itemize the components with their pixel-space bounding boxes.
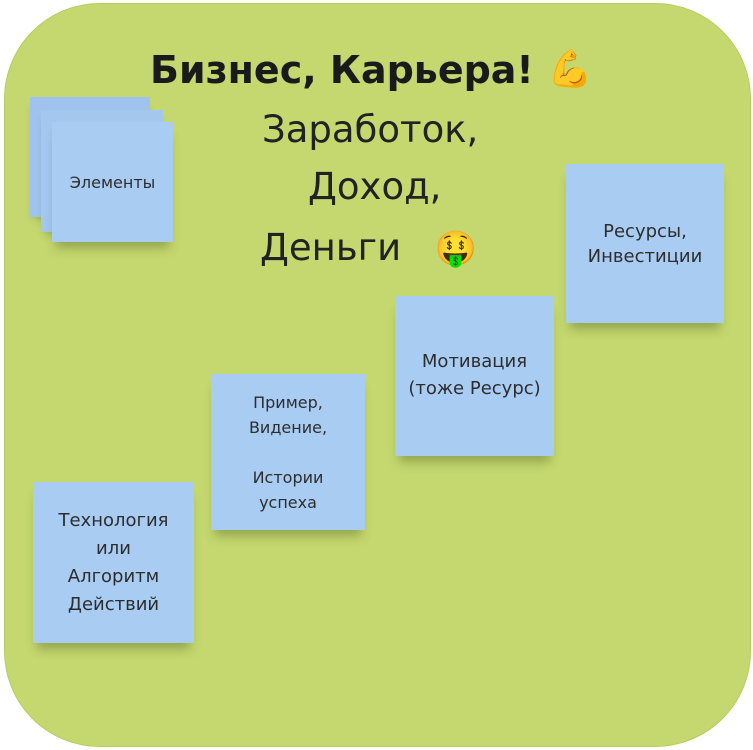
sticky-motivation-label: Мотивация (тоже Ресурс): [408, 351, 541, 399]
board-title: Бизнес, Карьера! 💪: [150, 44, 610, 96]
title-line-1: Заработок,: [262, 108, 479, 151]
flexed-biceps-icon: 💪: [547, 49, 593, 90]
sticky-elements-label: Элементы: [69, 172, 156, 192]
title-heading: Бизнес, Карьера!: [150, 48, 534, 92]
sticky-technology-label: Технология или Алгоритм Действий: [58, 509, 169, 615]
title-heading-row: Бизнес, Карьера! 💪: [150, 44, 610, 96]
money-mouth-face-icon: 🤑: [434, 229, 478, 269]
sticky-example-label: Пример, Видение, Истории успеха: [248, 392, 328, 512]
sticky-note-technology[interactable]: Технология или Алгоритм Действий: [33, 482, 194, 643]
sticky-note-resources[interactable]: Ресурсы, Инвестиции: [566, 164, 724, 323]
sticky-note-elements[interactable]: Элементы: [52, 122, 173, 242]
sticky-note-example[interactable]: Пример, Видение, Истории успеха: [211, 374, 365, 530]
title-line-3: Деньги: [260, 226, 402, 269]
title-line-2: Доход,: [308, 165, 442, 208]
sticky-resources-label: Ресурсы, Инвестиции: [587, 220, 703, 267]
sticky-note-motivation[interactable]: Мотивация (тоже Ресурс): [395, 296, 554, 456]
title-line-3-row: Деньги 🤑: [260, 225, 477, 272]
